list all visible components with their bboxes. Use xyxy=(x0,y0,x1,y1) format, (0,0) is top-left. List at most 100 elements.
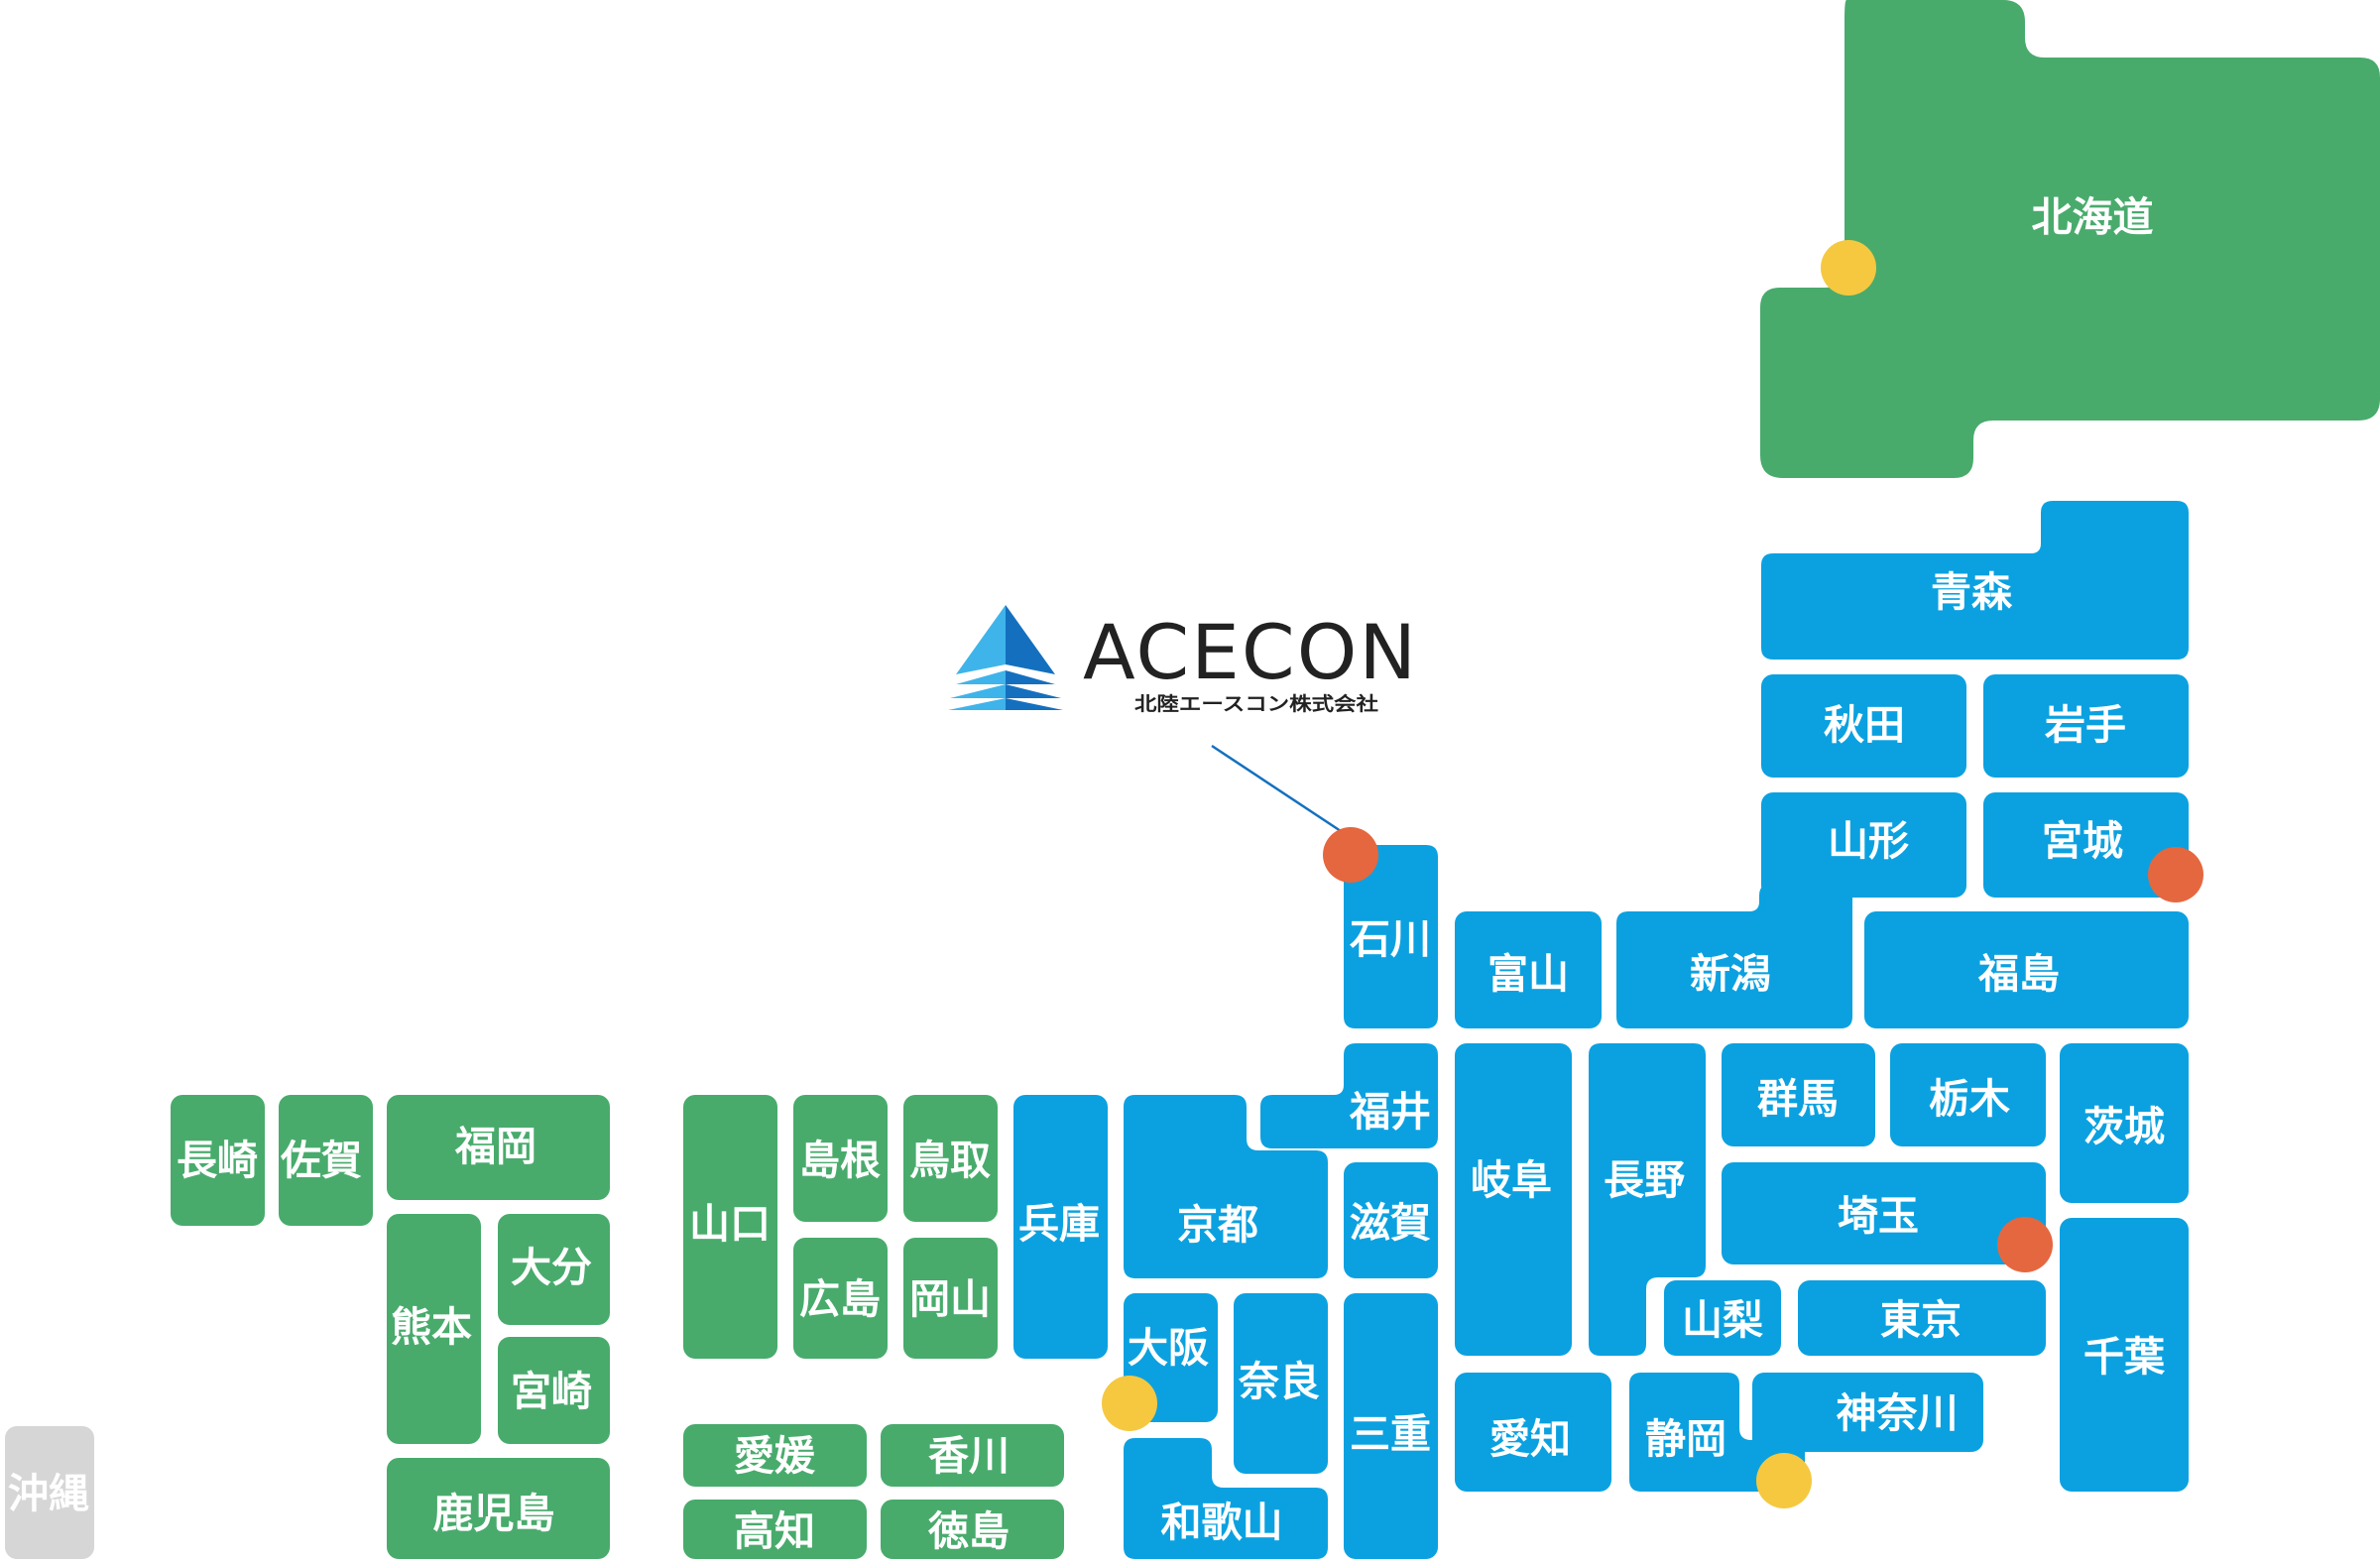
pref-chiba[interactable]: 千葉 xyxy=(2060,1218,2189,1492)
pref-tottori[interactable]: 鳥取 xyxy=(903,1095,998,1222)
pref-kagawa-label: 香川 xyxy=(928,1432,1010,1480)
pref-niigata[interactable]: 新潟 xyxy=(1616,884,1852,1028)
pref-hiroshima-label: 広島 xyxy=(799,1275,881,1323)
pref-nagano-shape xyxy=(1589,1043,1706,1356)
pref-nara-label: 奈良 xyxy=(1238,1358,1320,1405)
pref-tottori-label: 鳥取 xyxy=(909,1137,991,1184)
pref-oita[interactable]: 大分 xyxy=(498,1214,610,1325)
pref-ishikawa[interactable]: 石川 xyxy=(1344,845,1438,1028)
pref-ibaraki[interactable]: 茨城 xyxy=(2060,1043,2189,1203)
pref-nagano-label: 長野 xyxy=(1604,1156,1685,1204)
pref-tokushima[interactable]: 徳島 xyxy=(881,1500,1064,1559)
pref-miyagi-label: 宮城 xyxy=(2042,817,2123,865)
pref-mie[interactable]: 三重 xyxy=(1344,1293,1438,1559)
pref-toyama-shape xyxy=(1455,911,1602,1028)
pref-kumamoto-label: 熊本 xyxy=(391,1303,472,1351)
pref-shimane-shape xyxy=(793,1095,888,1222)
pref-iwate[interactable]: 岩手 xyxy=(1983,674,2189,778)
acecon-logo[interactable]: ACECON 北陸エースコン株式会社 xyxy=(948,605,1418,715)
pref-chiba-label: 千葉 xyxy=(2083,1333,2166,1381)
pref-akita[interactable]: 秋田 xyxy=(1761,674,1966,778)
location-marker-ishikawa[interactable] xyxy=(1323,827,1378,883)
pref-okayama[interactable]: 岡山 xyxy=(903,1238,998,1359)
pref-ishikawa-shape xyxy=(1344,845,1438,1028)
pref-nagasaki[interactable]: 長崎 xyxy=(171,1095,265,1226)
pref-nagano[interactable]: 長野 xyxy=(1589,1043,1706,1356)
pref-miyazaki[interactable]: 宮崎 xyxy=(498,1337,610,1444)
pref-hyogo[interactable]: 兵庫 xyxy=(1013,1095,1108,1359)
pref-oita-label: 大分 xyxy=(511,1244,592,1291)
pref-ibaraki-label: 茨城 xyxy=(2083,1103,2165,1150)
pref-ishikawa-label: 石川 xyxy=(1350,915,1431,963)
pref-kagoshima[interactable]: 鹿児島 xyxy=(387,1458,610,1559)
location-marker-miyagi[interactable] xyxy=(2148,847,2203,902)
pref-yamaguchi[interactable]: 山口 xyxy=(683,1095,777,1359)
pref-wakayama-label: 和歌山 xyxy=(1161,1499,1283,1546)
pref-miyazaki-label: 宮崎 xyxy=(511,1368,592,1415)
pref-niigata-label: 新潟 xyxy=(1690,950,1771,998)
pref-kyoto[interactable]: 京都 xyxy=(1124,1095,1328,1278)
pref-okayama-label: 岡山 xyxy=(909,1275,991,1323)
pref-shiga-label: 滋賀 xyxy=(1350,1199,1431,1247)
pref-shiga[interactable]: 滋賀 xyxy=(1344,1162,1438,1278)
pref-fukushima[interactable]: 福島 xyxy=(1864,911,2189,1028)
pref-shimane[interactable]: 島根 xyxy=(793,1095,888,1222)
pref-toyama[interactable]: 富山 xyxy=(1455,911,1602,1028)
pref-tokushima-label: 徳島 xyxy=(927,1507,1010,1555)
pref-ehime[interactable]: 愛媛 xyxy=(683,1424,867,1487)
pref-hokkaido-label: 北海道 xyxy=(2032,193,2154,241)
pref-saitama-label: 埼玉 xyxy=(1838,1192,1919,1240)
acecon-mountain-icon xyxy=(948,605,1063,710)
pref-kagawa[interactable]: 香川 xyxy=(881,1424,1064,1487)
pref-miyagi[interactable]: 宮城 xyxy=(1983,792,2189,898)
pref-kyoto-label: 京都 xyxy=(1177,1201,1258,1249)
pref-osaka-label: 大阪 xyxy=(1128,1324,1209,1372)
pref-shizuoka[interactable]: 静岡 xyxy=(1629,1373,1805,1492)
acecon-logo-name: ACECON xyxy=(1083,608,1418,696)
pref-nagasaki-label: 長崎 xyxy=(177,1137,258,1184)
pref-gunma[interactable]: 群馬 xyxy=(1722,1043,1875,1146)
pref-shizuoka-shape xyxy=(1629,1373,1805,1492)
pref-fukuoka-label: 福岡 xyxy=(454,1123,536,1170)
pref-gunma-label: 群馬 xyxy=(1757,1075,1839,1123)
pref-wakayama[interactable]: 和歌山 xyxy=(1124,1438,1328,1559)
pref-fukui[interactable]: 福井 xyxy=(1260,1043,1438,1148)
location-marker-saitama[interactable] xyxy=(1997,1217,2053,1272)
pref-akita-label: 秋田 xyxy=(1824,701,1905,749)
pref-ibaraki-shape xyxy=(2060,1043,2189,1203)
pref-fukui-shape xyxy=(1260,1043,1438,1148)
pref-nara[interactable]: 奈良 xyxy=(1234,1293,1328,1474)
location-marker-shizuoka[interactable] xyxy=(1756,1453,1812,1508)
pref-gifu[interactable]: 岐阜 xyxy=(1455,1043,1572,1356)
pref-kochi[interactable]: 高知 xyxy=(683,1500,867,1559)
pref-saitama[interactable]: 埼玉 xyxy=(1722,1162,2046,1264)
location-marker-hokkaido[interactable] xyxy=(1821,240,1876,296)
pref-fukuoka[interactable]: 福岡 xyxy=(387,1095,610,1200)
logo-leader-line xyxy=(1211,744,1342,833)
pref-saga[interactable]: 佐賀 xyxy=(279,1095,373,1226)
pref-yamaguchi-shape xyxy=(683,1095,777,1359)
pref-kumamoto[interactable]: 熊本 xyxy=(387,1214,481,1444)
pref-yamagata[interactable]: 山形 xyxy=(1761,792,1966,898)
pref-iwate-label: 岩手 xyxy=(2045,701,2126,749)
pref-hiroshima[interactable]: 広島 xyxy=(793,1238,888,1359)
pref-aichi-shape xyxy=(1455,1373,1611,1492)
pref-chiba-shape xyxy=(2060,1218,2189,1492)
pref-aomori[interactable]: 青森 xyxy=(1761,501,2189,660)
pref-okinawa[interactable]: 沖縄 xyxy=(5,1426,94,1559)
pref-aichi[interactable]: 愛知 xyxy=(1455,1373,1611,1492)
pref-yamanashi[interactable]: 山梨 xyxy=(1664,1280,1781,1356)
pref-okinawa-label: 沖縄 xyxy=(8,1470,89,1517)
pref-tottori-shape xyxy=(903,1095,998,1222)
pref-shimane-label: 島根 xyxy=(799,1137,881,1184)
pref-wakayama-shape xyxy=(1124,1438,1328,1559)
pref-tochigi-label: 栃木 xyxy=(1929,1075,2010,1123)
pref-hokkaido[interactable]: 北海道 xyxy=(1760,0,2380,478)
pref-tochigi[interactable]: 栃木 xyxy=(1890,1043,2046,1146)
pref-shizuoka-label: 静岡 xyxy=(1645,1415,1726,1463)
pref-tokyo[interactable]: 東京 xyxy=(1798,1280,2046,1356)
pref-mie-shape xyxy=(1344,1293,1438,1559)
pref-kanagawa[interactable]: 神奈川 xyxy=(1752,1373,1983,1452)
location-marker-osaka[interactable] xyxy=(1102,1376,1157,1431)
pref-kanagawa-shape xyxy=(1752,1373,1983,1452)
